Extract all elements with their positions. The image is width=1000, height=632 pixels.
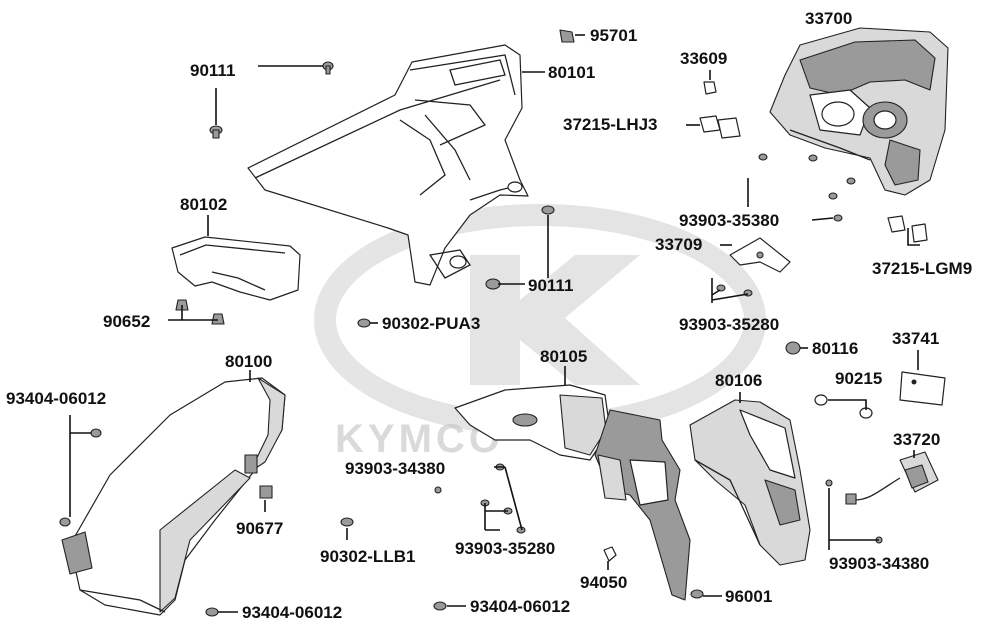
part-80100-rear-fender[interactable] xyxy=(61,377,286,616)
bolt-93404-06012-d[interactable] xyxy=(433,601,447,611)
label-80102: 80102 xyxy=(180,195,228,214)
label-93404-06012-bottom-mid: 93404-06012 xyxy=(470,597,571,616)
bolt-95701[interactable] xyxy=(559,29,575,43)
part-80102-rubber-mat[interactable] xyxy=(171,236,301,301)
bolt-90652-b[interactable] xyxy=(211,313,225,325)
screw-93903-35380-b[interactable] xyxy=(808,154,818,162)
label-80105: 80105 xyxy=(540,347,588,366)
part-33700-tail-light-housing[interactable] xyxy=(769,27,949,196)
part-33709-bracket[interactable] xyxy=(729,237,791,273)
screw-93903-35380-e[interactable] xyxy=(833,214,843,222)
label-90111-mid: 90111 xyxy=(528,276,574,295)
bolt-90302-pua3[interactable] xyxy=(357,318,371,328)
label-90652: 90652 xyxy=(103,312,151,331)
label-80101: 80101 xyxy=(548,63,596,82)
part-33609-clip[interactable] xyxy=(703,81,717,95)
label-96001: 96001 xyxy=(725,587,773,606)
part-80106-license-bracket[interactable] xyxy=(689,399,811,566)
screw-93903-35280-a[interactable] xyxy=(716,284,726,292)
part-37215-lgm9-clamp[interactable] xyxy=(887,215,928,243)
bolt-90111-c[interactable] xyxy=(541,205,555,215)
bolt-90111-d[interactable] xyxy=(485,278,501,290)
label-33609: 33609 xyxy=(680,49,728,68)
washer-90215-a[interactable] xyxy=(814,394,828,406)
fasteners xyxy=(59,29,883,617)
part-33741-reflector[interactable] xyxy=(899,371,946,406)
label-90215: 90215 xyxy=(835,369,883,388)
bolt-90111-a[interactable] xyxy=(322,61,334,75)
label-90302-llb1: 90302-LLB1 xyxy=(320,547,416,566)
screw-93903-35380-c[interactable] xyxy=(846,177,856,185)
bolt-90302-llb1[interactable] xyxy=(340,517,354,527)
label-37215-lgm9: 37215-LGM9 xyxy=(872,259,973,278)
label-80116: 80116 xyxy=(812,339,859,358)
label-95701: 95701 xyxy=(590,26,638,45)
part-37215-lhj3-clamp[interactable] xyxy=(699,115,741,139)
label-80100: 80100 xyxy=(225,352,273,371)
part-80101-rear-tray[interactable] xyxy=(247,44,529,286)
label-33720: 33720 xyxy=(893,430,941,449)
label-90302-pua3: 90302-PUA3 xyxy=(382,314,481,333)
screw-93903-35380-d[interactable] xyxy=(828,192,838,200)
bolt-93404-06012-c[interactable] xyxy=(205,607,219,617)
nut-94050[interactable] xyxy=(603,546,617,562)
label-93404-06012-bottom-left: 93404-06012 xyxy=(242,603,343,622)
screw-93903-34380-c[interactable] xyxy=(825,479,833,487)
label-93404-06012-left: 93404-06012 xyxy=(6,389,107,408)
label-33700: 33700 xyxy=(805,9,853,28)
label-93903-34380-mid: 93903-34380 xyxy=(345,459,446,478)
label-93903-35280-top: 93903-35280 xyxy=(679,315,780,334)
bolt-96001[interactable] xyxy=(690,589,704,599)
bolt-93404-06012-b[interactable] xyxy=(59,517,71,527)
nut-80116[interactable] xyxy=(785,341,801,355)
label-33709: 33709 xyxy=(655,235,703,254)
part-33720-license-lamp[interactable] xyxy=(845,451,939,505)
leader-lines xyxy=(69,34,920,613)
label-93903-34380-right: 93903-34380 xyxy=(829,554,930,573)
label-93903-35280-bottom: 93903-35280 xyxy=(455,539,556,558)
nut-90677[interactable] xyxy=(259,485,273,499)
label-37215-lhj3: 37215-LHJ3 xyxy=(563,115,658,134)
screw-93903-34380-a[interactable] xyxy=(434,486,442,494)
label-33741: 33741 xyxy=(892,329,940,348)
label-80106: 80106 xyxy=(715,371,763,390)
label-93903-35380: 93903-35380 xyxy=(679,211,780,230)
bolt-90111-b[interactable] xyxy=(209,125,223,139)
bolt-93404-06012-a[interactable] xyxy=(90,428,102,438)
label-90111-top: 90111 xyxy=(190,61,236,80)
part-80105-rear-cover[interactable] xyxy=(454,384,691,601)
label-94050: 94050 xyxy=(580,573,628,592)
screw-93903-35380-a[interactable] xyxy=(758,153,768,161)
label-90677: 90677 xyxy=(236,519,284,538)
